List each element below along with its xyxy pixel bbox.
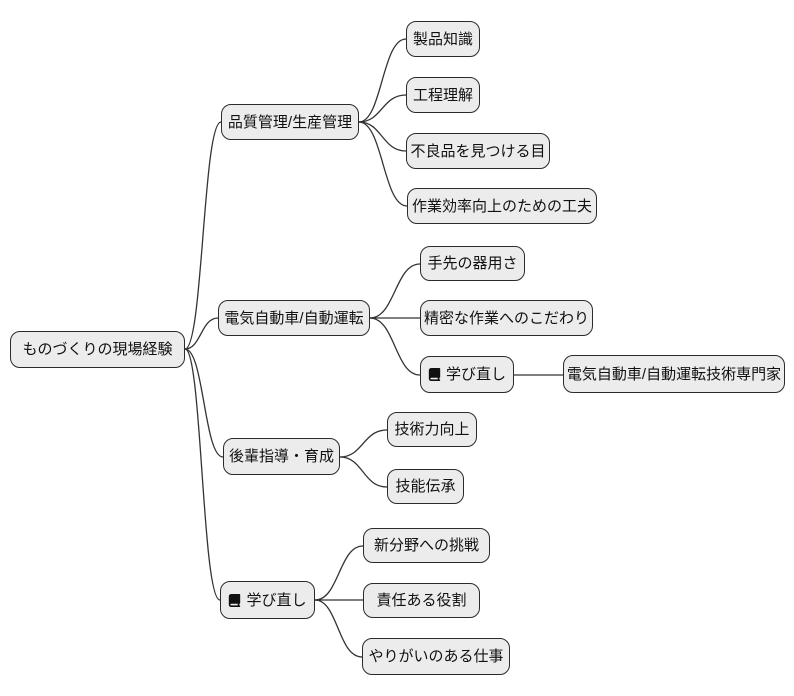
node-defect-detection-eye: 不良品を見つける目 bbox=[406, 133, 550, 169]
edge-root-branch4 bbox=[184, 348, 221, 601]
node-responsible-role: 責任ある役割 bbox=[363, 583, 480, 618]
node-label: 学び直し bbox=[445, 366, 506, 383]
node-label: やりがいのある仕事 bbox=[368, 648, 504, 665]
node-manual-dexterity: 手先の器用さ bbox=[420, 246, 525, 281]
node-quality-production-mgmt: 品質管理/生産管理 bbox=[221, 104, 359, 140]
node-label: 新分野への挑戦 bbox=[373, 537, 479, 554]
edge-branch3-child2 bbox=[339, 456, 388, 488]
node-label: 電気自動車/自動運転 bbox=[224, 309, 364, 327]
node-precision-work-commitment: 精密な作業へのこだわり bbox=[420, 300, 593, 336]
edge-branch2-child1 bbox=[369, 263, 421, 319]
node-label: 作業効率向上のための工夫 bbox=[411, 197, 592, 215]
edge-root-branch1 bbox=[184, 121, 222, 350]
node-label: 品質管理/生産管理 bbox=[227, 113, 353, 131]
node-new-field-challenge: 新分野への挑戦 bbox=[363, 528, 490, 563]
node-label: 製品知識 bbox=[412, 30, 473, 48]
edge-branch1-child2 bbox=[358, 94, 407, 123]
edge-root-branch3 bbox=[184, 348, 224, 458]
node-relearning: 学び直し bbox=[220, 581, 315, 619]
node-work-efficiency-ideas: 作業効率向上のための工夫 bbox=[407, 188, 597, 224]
edge-branch3-child1 bbox=[339, 429, 388, 458]
node-ev-autonomous-tech-expert: 電気自動車/自動運転技術専門家 bbox=[563, 355, 785, 393]
node-ev-autonomous-driving: 電気自動車/自動運転 bbox=[218, 300, 370, 336]
edge-branch2-child3 bbox=[369, 317, 421, 376]
node-relearning-ev: 学び直し bbox=[420, 356, 514, 393]
node-process-understanding: 工程理解 bbox=[406, 77, 480, 113]
node-skill-transfer: 技能伝承 bbox=[387, 469, 464, 504]
node-label: 精密な作業へのこだわり bbox=[423, 309, 589, 327]
node-root: ものづくりの現場経験 bbox=[10, 331, 185, 368]
node-label: 不良品を見つける目 bbox=[410, 142, 546, 160]
edge-branch4-child3 bbox=[314, 599, 363, 658]
edge-branch4-child1 bbox=[314, 545, 364, 601]
edge-branch1-child1 bbox=[358, 38, 407, 123]
node-junior-mentoring: 後輩指導・育成 bbox=[223, 438, 340, 475]
node-label: 工程理解 bbox=[412, 86, 473, 104]
book-icon bbox=[228, 593, 241, 607]
node-technical-skill-improvement: 技術力向上 bbox=[387, 412, 477, 447]
node-rewarding-work: やりがいのある仕事 bbox=[362, 638, 510, 675]
node-label: 後輩指導・育成 bbox=[228, 448, 334, 465]
node-root-label: ものづくりの現場経験 bbox=[22, 341, 173, 358]
node-product-knowledge: 製品知識 bbox=[406, 21, 480, 57]
node-label: 電気自動車/自動運転技術専門家 bbox=[566, 365, 782, 383]
node-label: 技術力向上 bbox=[394, 421, 470, 438]
node-label: 責任ある役割 bbox=[376, 592, 467, 609]
node-label: 学び直し bbox=[246, 591, 307, 609]
edge-branch1-child4 bbox=[358, 121, 408, 207]
node-label: 手先の器用さ bbox=[427, 255, 518, 272]
book-icon bbox=[428, 368, 441, 381]
node-label: 技能伝承 bbox=[395, 478, 456, 495]
edge-root-branch2 bbox=[184, 317, 219, 350]
edge-branch1-child3 bbox=[358, 121, 407, 152]
